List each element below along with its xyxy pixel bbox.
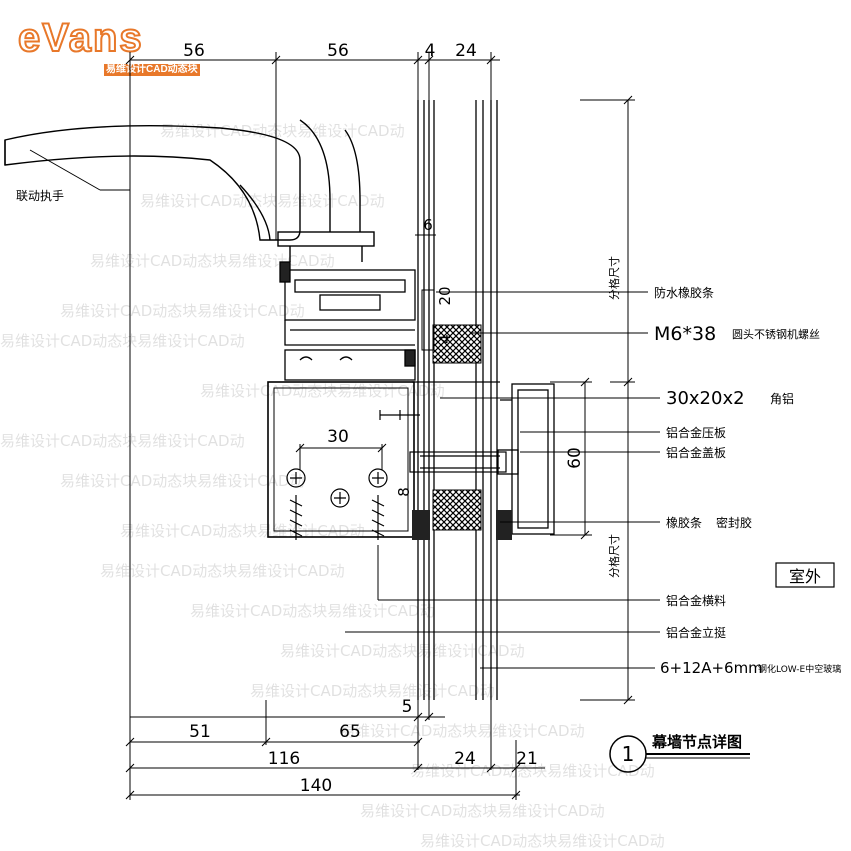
detail-number: 1 [622,742,635,766]
dim-top-56a: 56 [183,41,205,61]
label-sealant: 密封胶 [716,515,752,530]
dim-mid-8: 8 [395,487,413,497]
grid-size-bottom: 分格尺寸 [607,534,621,578]
dim-bot-140: 140 [300,776,332,796]
sealant-lower [432,489,482,531]
label-cover-plate: 铝合金盖板 [666,445,726,460]
dim-mid-30: 30 [327,427,349,447]
dim-mid-6: 6 [423,216,433,234]
handle-leader [29,149,101,191]
dim-bot-65: 65 [339,722,361,742]
dim-30-line [295,443,387,470]
label-rubber-strip: 橡胶条 [666,515,702,530]
brand-logo: eVans [17,16,144,60]
label-screw-spec: M6*38 [654,323,716,345]
label-glass-desc: 钢化LOW-E中空玻璃 [758,663,841,675]
waterproof-strip-upper [432,324,482,364]
dim-mid-20: 20 [436,286,454,305]
dim-bot-21: 21 [516,749,538,769]
dim-bot-24: 24 [454,749,476,769]
glass-panes [417,100,498,700]
detail-title: 幕墙节点详图 [651,733,742,751]
dim-bot-51: 51 [189,722,211,742]
dim-top-56b: 56 [327,41,349,61]
label-angle-desc: 角铝 [770,391,794,406]
outdoor-box [775,562,835,588]
dim-top-4: 4 [425,41,436,61]
label-mullion: 铝合金立挺 [666,625,726,640]
top-dimension-chain [125,52,500,240]
linked-handle [4,119,375,262]
m6-screw [409,451,507,473]
brand-subtitle: 易维设计CAD动态块 [104,64,200,76]
bottom-dimension-chains [125,700,545,800]
dim-top-24: 24 [455,41,477,61]
self-tapping-screws [286,410,420,540]
dim-mid-4: 4 [436,334,454,344]
label-glass-spec: 6+12A+6mm [660,659,763,677]
label-screw-desc: 圆头不锈钢机螺丝 [732,327,820,341]
label-waterproof-strip: 防水橡胶条 [654,285,714,300]
leaders [345,291,660,669]
label-angle-spec: 30x20x2 [666,388,745,409]
window-frame-profile [279,261,416,381]
dim-bot-5: 5 [402,697,413,717]
dim-bot-116: 116 [268,749,300,769]
aluminum-transom [267,381,415,538]
grid-size-top: 分格尺寸 [607,256,621,300]
label-outdoor: 室外 [789,567,821,586]
label-transom: 铝合金横料 [666,593,726,608]
dim-right-60: 60 [565,447,585,469]
label-handle: 联动执手 [16,189,64,203]
label-press-plate: 铝合金压板 [666,425,726,440]
